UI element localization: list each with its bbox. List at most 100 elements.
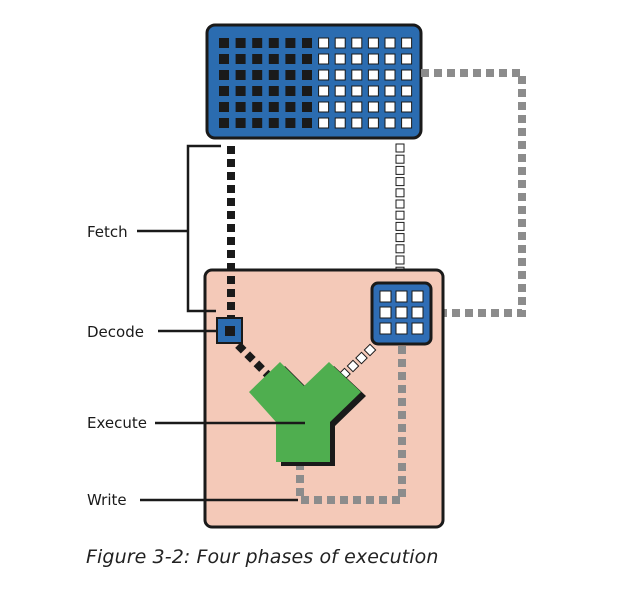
write-path: [296, 346, 406, 504]
memory-cell-instruction: [219, 118, 229, 128]
memory-block: [205, 23, 423, 140]
register-cell: [379, 322, 392, 335]
register-cell: [395, 322, 408, 335]
memory-cell-data: [334, 101, 346, 113]
fetch-bracket: [137, 144, 221, 313]
register-cells: [379, 290, 424, 335]
gray-path-memory-to-register: [421, 69, 526, 317]
memory-cell-data: [401, 69, 413, 81]
memory-cell-instruction: [268, 118, 279, 128]
memory-cell-data: [351, 53, 363, 65]
memory-cell-instruction: [285, 54, 296, 64]
memory-cell-data: [351, 37, 363, 49]
decode-label: Decode: [87, 323, 144, 341]
data-packet: [395, 154, 405, 164]
memory-cell-data: [367, 37, 379, 49]
memory-cell-data: [351, 101, 363, 113]
memory-cell-data: [318, 85, 330, 97]
memory-cell-data: [367, 53, 379, 65]
memory-cell-instruction: [219, 102, 229, 112]
memory-cell-data: [401, 85, 413, 97]
memory-cell-data: [401, 117, 413, 129]
memory-cell-instruction: [235, 102, 246, 112]
fetch-label: Fetch: [87, 223, 128, 241]
memory-cell-instruction: [268, 102, 279, 112]
memory-cell-data: [401, 101, 413, 113]
memory-cell-instruction: [268, 86, 279, 96]
memory-cell-instruction: [219, 70, 229, 80]
memory-cell-data: [401, 53, 413, 65]
memory-cell-data: [334, 117, 346, 129]
memory-cell-instruction: [252, 86, 263, 96]
memory-cell-instruction: [302, 38, 312, 48]
register-cell: [379, 306, 392, 319]
memory-cell-data: [367, 85, 379, 97]
memory-cell-instruction: [302, 118, 312, 128]
memory-cell-instruction: [235, 118, 246, 128]
memory-cell-data: [367, 117, 379, 129]
memory-cell-instruction: [285, 118, 296, 128]
memory-cell-data: [351, 69, 363, 81]
memory-cell-instruction: [235, 70, 246, 80]
memory-cell-instruction: [219, 86, 229, 96]
data-packet: [395, 255, 405, 265]
register-cell: [411, 322, 424, 335]
memory-cell-data: [334, 37, 346, 49]
memory-cell-instruction: [285, 70, 296, 80]
memory-cell-instruction: [235, 54, 246, 64]
memory-cell-data: [318, 37, 330, 49]
memory-cells: [219, 37, 413, 129]
data-packet: [395, 188, 405, 198]
memory-cell-data: [384, 117, 396, 129]
data-packet: [346, 359, 360, 373]
memory-cell-instruction: [302, 102, 312, 112]
memory-cell-data: [334, 85, 346, 97]
memory-cell-data: [351, 117, 363, 129]
data-packet: [363, 343, 377, 357]
data-packet: [395, 210, 405, 220]
fetch-path: [227, 146, 271, 378]
memory-cell-data: [318, 69, 330, 81]
memory-cell-instruction: [252, 118, 263, 128]
memory-cell-instruction: [252, 38, 263, 48]
data-packet: [395, 177, 405, 187]
memory-cell-instruction: [285, 38, 296, 48]
memory-cell-data: [318, 101, 330, 113]
register-block: [370, 281, 433, 346]
memory-cell-instruction: [302, 86, 312, 96]
figure-caption: Figure 3-2: Four phases of execution: [86, 546, 439, 568]
memory-cell-instruction: [268, 54, 279, 64]
memory-cell-instruction: [302, 70, 312, 80]
memory-cell-instruction: [235, 38, 246, 48]
decode-unit: [216, 317, 243, 344]
data-packet: [395, 221, 405, 231]
memory-cell-instruction: [268, 70, 279, 80]
memory-cell-instruction: [252, 102, 263, 112]
memory-cell-instruction: [235, 86, 246, 96]
write-label: Write: [87, 491, 127, 509]
memory-cell-data: [367, 69, 379, 81]
data-packet: [395, 165, 405, 175]
memory-cell-instruction: [219, 38, 229, 48]
memory-cell-data: [384, 53, 396, 65]
data-packet: [395, 199, 405, 209]
data-packet: [395, 244, 405, 254]
register-cell: [395, 306, 408, 319]
memory-cell-instruction: [285, 102, 296, 112]
execute-label: Execute: [87, 414, 147, 432]
memory-cell-data: [384, 101, 396, 113]
register-cell: [379, 290, 392, 303]
memory-cell-data: [334, 69, 346, 81]
memory-cell-instruction: [285, 86, 296, 96]
register-cell: [411, 290, 424, 303]
memory-cell-instruction: [302, 54, 312, 64]
memory-cell-data: [334, 53, 346, 65]
memory-cell-data: [351, 85, 363, 97]
memory-cell-data: [401, 37, 413, 49]
data-packet: [395, 233, 405, 243]
memory-cell-instruction: [219, 54, 229, 64]
memory-cell-instruction: [252, 54, 263, 64]
memory-cell-data: [384, 85, 396, 97]
memory-cell-data: [384, 37, 396, 49]
alu-unit: [249, 362, 366, 466]
